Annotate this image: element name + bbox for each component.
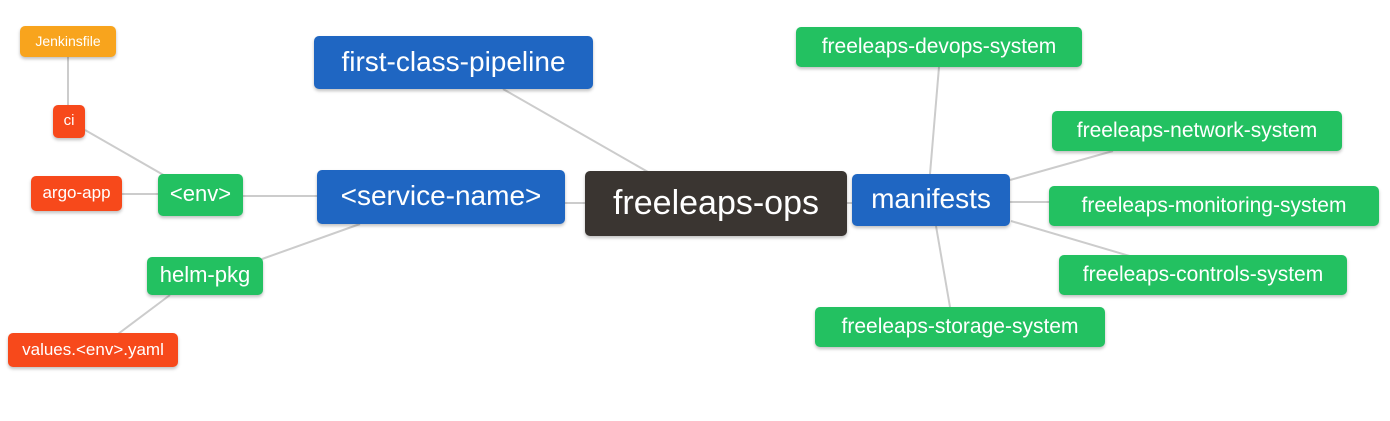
node-ci[interactable]: ci — [53, 105, 85, 138]
node-manifests[interactable]: manifests — [852, 174, 1010, 226]
node-values-env-yaml[interactable]: values.<env>.yaml — [8, 333, 178, 367]
edge-manifests-to-freeleaps-storage-system — [935, 225, 951, 308]
edge-manifests-to-freeleaps-controls-system — [1010, 220, 1134, 258]
edge-helm-pkg-to-values-env-yaml — [117, 294, 171, 335]
node-first-class-pipeline[interactable]: first-class-pipeline — [314, 36, 593, 89]
edge-ci-to-env — [84, 129, 168, 178]
node-freeleaps-monitoring-system[interactable]: freeleaps-monitoring-system — [1049, 186, 1379, 226]
node-freeleaps-network-system[interactable]: freeleaps-network-system — [1052, 111, 1342, 151]
node-env[interactable]: <env> — [158, 174, 243, 216]
node-freeleaps-controls-system[interactable]: freeleaps-controls-system — [1059, 255, 1347, 295]
edge-first-class-pipeline-to-freeleaps-ops — [502, 88, 649, 173]
node-freeleaps-storage-system[interactable]: freeleaps-storage-system — [815, 307, 1105, 347]
node-freeleaps-ops[interactable]: freeleaps-ops — [585, 171, 847, 236]
node-helm-pkg[interactable]: helm-pkg — [147, 257, 263, 295]
edge-manifests-to-freeleaps-devops-system — [929, 66, 940, 175]
node-service-name[interactable]: <service-name> — [317, 170, 565, 224]
node-freeleaps-devops-system[interactable]: freeleaps-devops-system — [796, 27, 1082, 67]
edge-manifests-to-freeleaps-network-system — [1009, 150, 1114, 181]
node-argo-app[interactable]: argo-app — [31, 176, 122, 211]
node-jenkinsfile[interactable]: Jenkinsfile — [20, 26, 116, 57]
edge-service-name-to-helm-pkg — [261, 223, 361, 260]
